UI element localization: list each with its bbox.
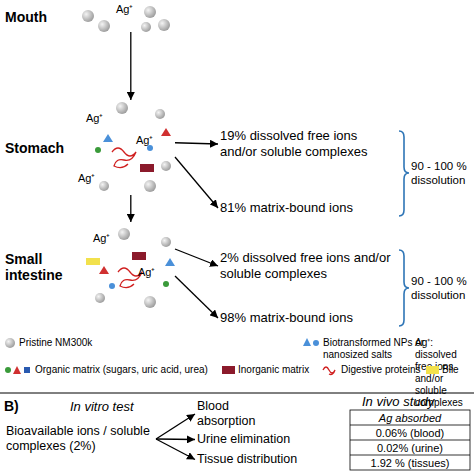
connector-arrow	[130, 195, 131, 222]
connector-arrow	[175, 276, 218, 318]
table-grid	[350, 410, 470, 470]
node-text: Mouth	[5, 9, 47, 25]
connector-arrow	[175, 249, 218, 266]
ion-label: Ag⁺	[93, 232, 119, 244]
legend-text: Pristine NM300k	[19, 337, 92, 349]
node-text: 98% matrix-bound ions	[220, 310, 396, 326]
result-text: 19% dissolved free ions and/or soluble c…	[218, 128, 398, 160]
fate-text: Blood absorption	[195, 399, 269, 429]
node-text: Urine elimination	[197, 432, 315, 447]
node-text: 2% dissolved free ions and/or soluble co…	[220, 250, 396, 282]
panel-heading: In vitro test	[70, 399, 180, 415]
ion-label: Ag⁺	[138, 266, 164, 278]
panel-letter: B)	[4, 398, 34, 414]
bile	[86, 258, 100, 265]
legend-item: Pristine NM300k	[4, 337, 110, 349]
legend-item: Organic matrix (sugars, uric acid, urea)	[4, 364, 220, 376]
legend-item: Digestive proteins	[322, 364, 424, 376]
table-cell: 0.02% (urine)	[350, 441, 470, 455]
table-cell: Ag absorbed	[350, 411, 470, 425]
node-text: Bioavailable ions / soluble complexes (2…	[6, 424, 154, 454]
legend-icon	[4, 337, 16, 349]
connector-arrow	[130, 32, 131, 100]
legend-swatch	[222, 366, 235, 374]
legend-item: Ag⁺: dissolved free ions and/or soluble …	[112, 337, 300, 474]
connector-arrow	[156, 414, 195, 439]
connector-arrow	[156, 439, 195, 460]
bracket	[399, 131, 409, 326]
legend-text: Organic matrix (sugars, uric acid, urea)	[35, 364, 208, 376]
ion-label: Ag⁺	[86, 112, 112, 124]
node-text: Tissue distribution	[197, 452, 315, 467]
result-text: 2% dissolved free ions and/or soluble co…	[218, 250, 398, 282]
result-text: 81% matrix-bound ions	[218, 200, 398, 216]
connector-arrow	[175, 157, 218, 208]
fate-text: Tissue distribution	[195, 452, 317, 467]
legend-icon	[322, 364, 338, 376]
result-text: 98% matrix-bound ions	[218, 310, 398, 326]
legend-text: Biotransformed NPs or nanosized salts	[323, 337, 470, 361]
node-text: 81% matrix-bound ions	[220, 200, 396, 216]
legend-text: Inorganic matrix	[238, 364, 309, 376]
table-cell: 1.92 % (tissues)	[350, 456, 470, 470]
digestive-proteins	[112, 148, 142, 288]
inorganic-matrix	[132, 164, 154, 260]
ion-label: Ag⁺	[116, 3, 142, 15]
table-cell: 0.06% (blood)	[350, 426, 470, 440]
pristine-particles	[82, 6, 171, 308]
legend-swatch	[426, 366, 439, 374]
legend-item: Inorganic matrix	[222, 364, 320, 376]
legend-text: Bile	[442, 364, 459, 376]
legend-item: Bile	[426, 364, 470, 376]
legend-item: Biotransformed NPs or nanosized salts	[302, 337, 470, 361]
ion-label: Ag⁺	[136, 134, 162, 146]
legend-icon	[302, 337, 320, 349]
biotransformed-particles	[103, 134, 175, 289]
node-text: Blood absorption	[197, 399, 267, 429]
fate-text: Urine elimination	[195, 432, 317, 447]
bracket-label: 90 - 100 % dissolution	[411, 274, 473, 302]
legend-icon	[4, 364, 32, 376]
stage-label: Mouth	[5, 2, 175, 32]
bracket-label: 90 - 100 % dissolution	[411, 159, 473, 187]
panel-divider	[0, 393, 474, 394]
node-text: Stomach	[5, 140, 64, 156]
ion-label: Ag⁺	[78, 172, 104, 184]
organic-matrix	[95, 128, 171, 287]
node-text: Small intestine	[5, 251, 69, 283]
source-text: Bioavailable ions / soluble complexes (2…	[4, 424, 156, 454]
connector-arrow	[156, 438, 195, 440]
connector-arrow	[175, 143, 218, 144]
legend-text: Digestive proteins	[341, 364, 420, 376]
node-text: 19% dissolved free ions and/or soluble c…	[220, 128, 396, 160]
